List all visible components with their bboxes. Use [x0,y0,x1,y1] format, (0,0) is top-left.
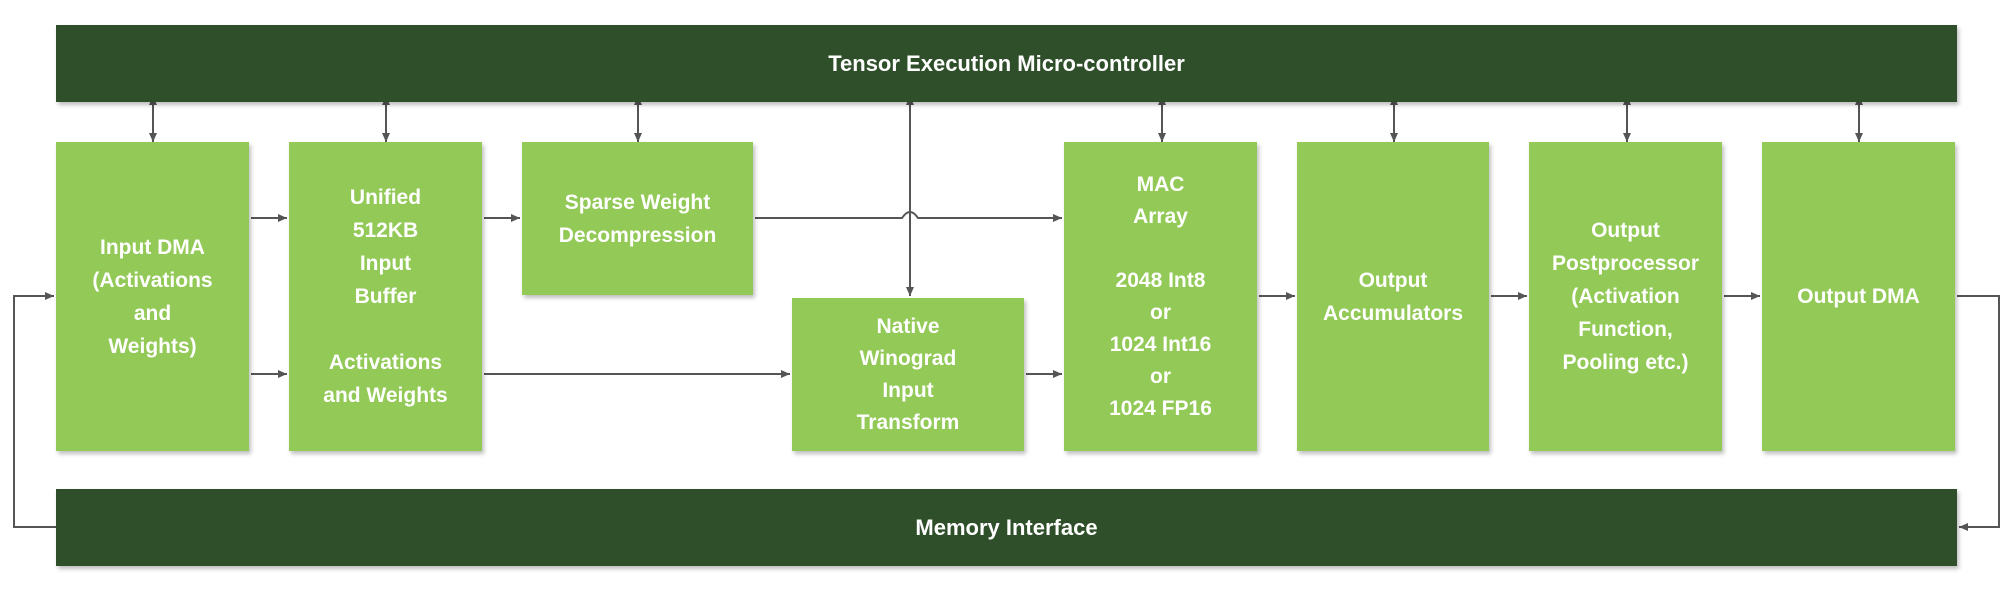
accumulators-line-1: Output [1358,268,1428,292]
mac-array-line-5: or [1150,300,1171,324]
accumulators-line-2: Accumulators [1322,301,1464,325]
input-buffer-line-2: 512KB [352,219,419,242]
mac-array-line-7: or [1150,364,1171,388]
memory-interface-bar: Memory Interface [56,489,1957,566]
output-dma-block: Output DMA [1762,142,1955,451]
mac-array-line-8: 1024 FP16 [1109,396,1212,420]
postprocessor-line-4: Function, [1578,318,1673,341]
winograd-line-1: Native [876,314,940,338]
input-dma-block: Input DMA (Activations and Weights) [56,142,249,451]
input-buffer-block: Unified 512KB Input Buffer Activations a… [289,142,482,451]
postprocessor-line-2: Postprocessor [1551,252,1700,275]
mac-array-line-6: 1024 Int16 [1109,332,1212,356]
mac-array-line-1: MAC [1136,172,1185,196]
winograd-line-2: Winograd [859,346,957,370]
winograd-transform-block: Native Winograd Input Transform [792,298,1024,451]
input-dma-line-1: Input DMA [100,235,205,259]
link-memory-to-input-dma [13,292,56,528]
mac-array-line-2: Array [1133,204,1188,228]
winograd-line-3: Input [882,378,934,402]
postprocessor-line-5: Pooling etc.) [1562,351,1689,374]
output-dma-line-1: Output DMA [1797,285,1920,308]
input-dma-line-4: Weights) [108,334,197,358]
input-buffer-line-3: Input [359,252,412,275]
memory-interface-label: Memory Interface [915,514,1098,540]
controller-label: Tensor Execution Micro-controller [828,50,1185,76]
input-buffer-line-4: Buffer [354,285,417,308]
link-output-dma-to-memory [1957,295,2000,531]
input-dma-line-3: and [133,301,172,325]
input-dma-line-2: (Activations [92,268,213,292]
sparse-weight-line-2: Decompression [558,223,717,247]
output-postprocessor-block: Output Postprocessor (Activation Functio… [1529,142,1722,451]
postprocessor-line-3: (Activation [1571,285,1680,308]
mac-array-block: MAC Array 2048 Int8 or 1024 Int16 or 102… [1064,142,1257,451]
sparse-weight-decompression-block: Sparse Weight Decompression [522,142,753,295]
input-buffer-line-6: Activations [328,351,443,374]
input-buffer-line-1: Unified [349,186,422,209]
sparse-weight-line-1: Sparse Weight [564,190,711,214]
winograd-line-4: Transform [856,410,960,434]
postprocessor-line-1: Output [1591,219,1660,242]
output-accumulators-block: Output Accumulators [1297,142,1489,451]
mac-array-line-4: 2048 Int8 [1115,268,1206,292]
tensor-execution-controller-bar: Tensor Execution Micro-controller [56,25,1957,102]
input-buffer-line-7: and Weights [323,384,448,407]
link-sparse-to-mac [755,211,1062,222]
